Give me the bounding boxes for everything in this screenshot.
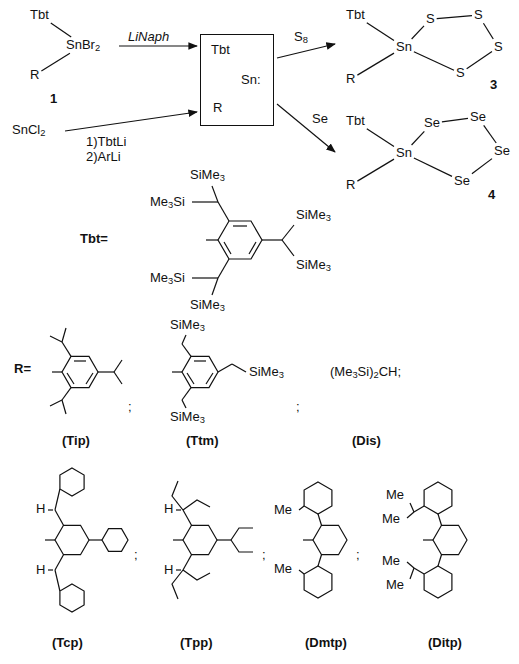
tip-structure [50, 328, 122, 414]
structure-name: (Ttm) [186, 434, 219, 448]
structure-name: (Tpp) [180, 636, 212, 650]
bond-line [357, 53, 394, 75]
bond-line [414, 158, 452, 176]
product-compound: TbtSnR S S S S 3 [338, 2, 516, 98]
ditp-structure [407, 482, 467, 598]
reagent-label: 1)TbtLi 2)ArLi [86, 135, 144, 165]
group-label: SiMe3 [170, 318, 205, 332]
atom-label: Se [454, 174, 470, 188]
bond-line [442, 118, 468, 121]
group-label: ; [128, 400, 132, 414]
structure-name: (Dmtp) [305, 636, 347, 650]
structure-name: R= [14, 362, 31, 376]
group-label: Me [274, 562, 292, 576]
group-label: Me [274, 503, 292, 517]
group-label: SiMe3 [296, 258, 331, 272]
bond-line [412, 26, 424, 39]
structure-name: (Tcp) [52, 636, 83, 650]
product-compound: TbtSnRSeSeSeSe4 [338, 108, 516, 208]
reagent-label: LiNaph [128, 30, 169, 45]
group-label: ; [134, 548, 138, 562]
stannylene-box: TbtSn: R [200, 34, 274, 126]
bond-line [467, 51, 492, 68]
group-label: H [164, 563, 173, 577]
tbt-structure [192, 186, 294, 295]
atom-label: SnCl2 [12, 123, 45, 137]
group-label: Me [386, 488, 404, 502]
atom-label: S [426, 12, 435, 26]
compound-number: 3 [490, 78, 497, 92]
reaction-arrow [277, 104, 335, 152]
group-label: SiMe3 [296, 208, 331, 222]
reaction-arrow [119, 45, 197, 46]
atom-label: Tbt [346, 114, 365, 128]
group-label: Me [382, 554, 400, 568]
atom-label: Se [494, 144, 510, 158]
bond-line [367, 23, 394, 41]
structure-name: (Tip) [62, 434, 90, 448]
reagent-label: Se [312, 112, 328, 127]
tcp-structure [45, 468, 128, 612]
tpp-structure [172, 481, 253, 599]
group-label: Me3Si [150, 195, 185, 209]
atom-label: Se [424, 116, 440, 130]
atom-label: R [346, 72, 355, 86]
bond-line [472, 159, 492, 174]
group-label: Me [382, 512, 400, 526]
bond-line [414, 52, 454, 70]
atom-label: SnBr2 [66, 38, 100, 52]
structure-name: (Ditp) [428, 636, 462, 650]
dmtp-structure [299, 482, 347, 598]
group-label: ; [356, 548, 360, 562]
group-label: ; [262, 548, 266, 562]
atom-label: R [30, 68, 39, 82]
group-label: SiMe3 [190, 298, 225, 312]
group-label: H [164, 502, 173, 516]
group-label: SiMe3 [170, 410, 205, 424]
atom-label: Se [470, 110, 486, 124]
reaction-arrow [65, 112, 197, 131]
reactant-compound: TbtSnBr2R1 [8, 4, 116, 112]
atom-label: S [494, 40, 503, 54]
group-label: (Me3Si)2CH; [330, 365, 401, 379]
bond-line [437, 16, 472, 19]
bond-line [484, 125, 496, 143]
atom-label: Sn [396, 146, 412, 160]
ttm-structure [172, 335, 246, 408]
group-label: Me [386, 578, 404, 592]
bond-line [51, 23, 71, 37]
compound-number: 1 [50, 92, 57, 106]
bond-line [367, 129, 394, 147]
bond-line [412, 131, 425, 145]
group-label: ; [296, 400, 300, 414]
atom-label: Tbt [346, 8, 365, 22]
atom-label: Sn: [241, 73, 261, 87]
atom-label: Tbt [30, 8, 49, 22]
group-label: SiMe3 [190, 168, 225, 182]
reaction-arrow [277, 44, 335, 58]
compound-number: 4 [488, 188, 495, 202]
atom-label: S [456, 66, 465, 80]
bond-line [483, 23, 493, 39]
structure-name: Tbt= [80, 232, 108, 246]
reagent-label: S8 [294, 30, 308, 45]
group-label: Me3Si [150, 271, 185, 285]
reagent-compound: SnCl2 [8, 120, 62, 142]
atom-label: S [474, 8, 483, 22]
bond-line [357, 159, 394, 181]
atom-label: R [346, 178, 355, 192]
group-label: H [36, 563, 45, 577]
atom-label: R [213, 101, 222, 115]
atom-label: Sn [396, 40, 412, 54]
atom-label: Tbt [211, 43, 230, 57]
group-label: SiMe3 [249, 365, 284, 379]
structure-name: (Dis) [352, 434, 381, 448]
bond-line [41, 53, 70, 71]
group-label: H [36, 502, 45, 516]
